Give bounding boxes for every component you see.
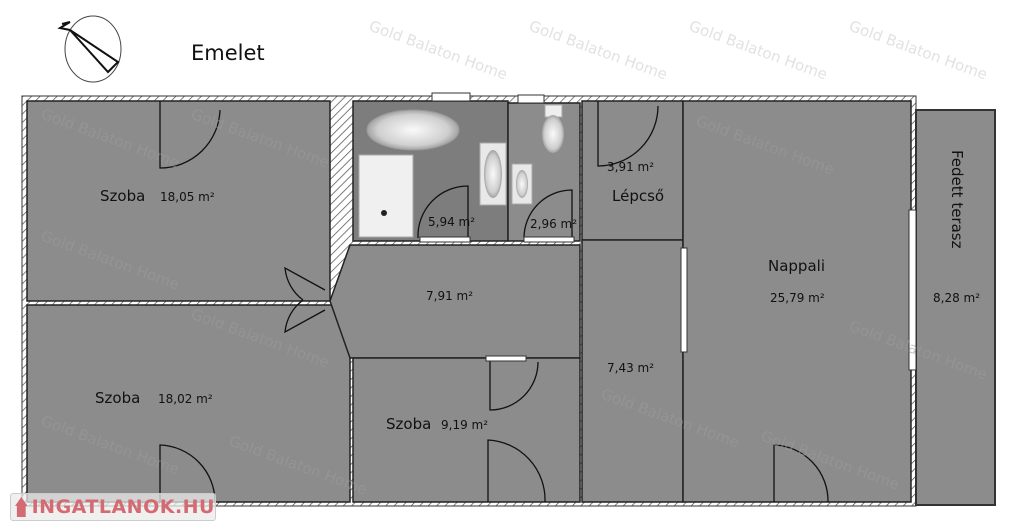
room-terrace <box>915 109 996 506</box>
stairs-area: 3,91 m² <box>607 160 654 174</box>
bathroom-fixtures <box>358 104 564 238</box>
wc-area: 2,96 m² <box>530 217 577 231</box>
living-name: Nappali <box>768 257 825 275</box>
room-stairs <box>581 100 684 241</box>
stairs-name: Lépcső <box>612 187 664 205</box>
szoba-1-area: 18,05 m² <box>160 190 215 204</box>
szoba-2-name: Szoba <box>95 389 140 407</box>
szoba-3-name: Szoba <box>386 415 431 433</box>
room-szoba-3 <box>352 357 581 503</box>
house-icon <box>15 497 28 517</box>
room-szoba-2 <box>26 304 351 503</box>
windows <box>431 92 917 371</box>
bathtub-icon <box>366 109 460 151</box>
room-corridor <box>581 239 684 503</box>
floor-title: Emelet <box>191 41 265 65</box>
logo-text: INGATLANOK.HU <box>31 496 215 518</box>
szoba-2-area: 18,02 m² <box>158 392 213 406</box>
compass-icon <box>57 15 122 83</box>
room-living <box>682 100 912 503</box>
doors <box>159 101 829 503</box>
living-area: 25,79 m² <box>770 291 825 305</box>
szoba-3-area: 9,19 m² <box>441 418 488 432</box>
corridor-area: 7,43 m² <box>607 361 654 375</box>
hall-area: 7,91 m² <box>426 289 473 303</box>
watermark: Gold Balaton Home <box>687 17 830 84</box>
ingatlanok-logo: INGATLANOK.HU <box>10 493 216 521</box>
watermark: Gold Balaton Home <box>367 17 510 84</box>
watermark: Gold Balaton Home <box>527 17 670 84</box>
szoba-1-name: Szoba <box>100 187 145 205</box>
room-hall <box>329 244 581 359</box>
bathroom-area: 5,94 m² <box>428 215 475 229</box>
room-szoba-1 <box>26 100 331 302</box>
terrace-name: Fedett terasz <box>948 150 966 249</box>
shower-icon <box>358 154 414 238</box>
door-thresholds <box>419 236 575 362</box>
terrace-area: 8,28 m² <box>933 291 980 305</box>
watermark: Gold Balaton Home <box>847 17 990 84</box>
